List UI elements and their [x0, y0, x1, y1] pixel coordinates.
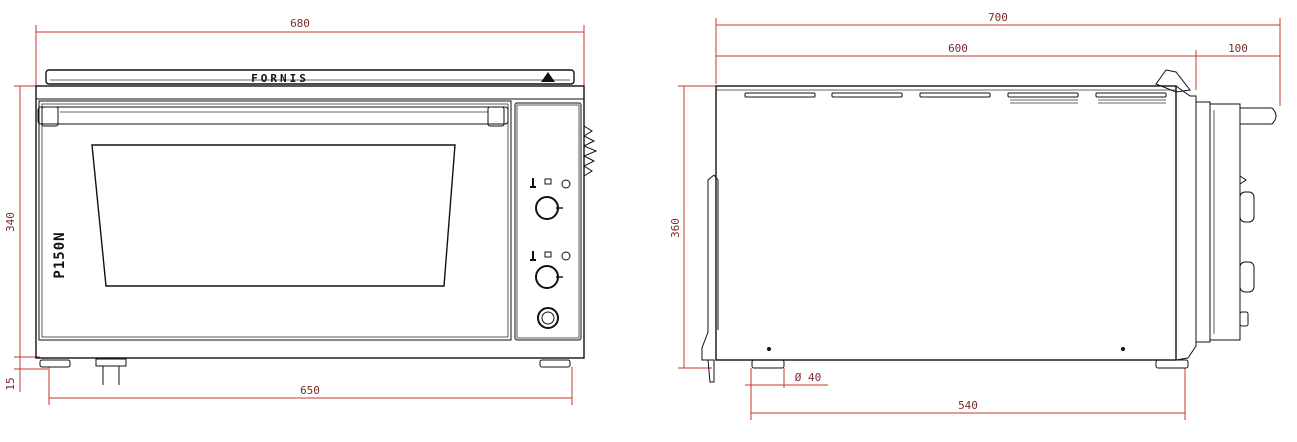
dim-680: 680 [35, 17, 585, 86]
dim-700-label: 700 [988, 11, 1008, 24]
side-feet [751, 359, 1189, 369]
dim-650-label: 650 [300, 384, 320, 397]
oven-side-body [701, 69, 1277, 383]
indicator-icon [544, 251, 552, 258]
thermometer-icon [530, 178, 536, 188]
indicator-icon [544, 178, 552, 185]
dim-15: 15 [4, 357, 48, 392]
dim-360: 360 [669, 85, 716, 369]
dim-600: 600 [716, 42, 1197, 90]
thermostat-knob-top[interactable] [535, 196, 559, 220]
brand-logo: FORNIS [251, 72, 309, 85]
power-button[interactable] [537, 307, 559, 329]
side-view: 700 600 100 360 Ø 40 [669, 11, 1281, 420]
dim-100-label: 100 [1228, 42, 1248, 55]
side-vent [582, 125, 598, 177]
dim-680-label: 680 [290, 17, 310, 30]
dim-100: 100 [1196, 42, 1280, 57]
dim-340: 340 [4, 85, 40, 358]
thermostat-knob-bottom[interactable] [535, 265, 559, 289]
knob-side-bottom[interactable] [1239, 261, 1255, 293]
power-button-side[interactable] [1239, 311, 1249, 327]
dim-15-label: 15 [4, 377, 17, 390]
door-handle-side [1240, 107, 1277, 125]
front-feet [39, 358, 571, 385]
door-window [91, 144, 456, 287]
dim-540: 540 [751, 368, 1186, 420]
power-plug-icon [95, 358, 127, 385]
dim-650: 650 [48, 367, 573, 405]
dim-600-label: 600 [948, 42, 968, 55]
control-group-top [530, 178, 571, 220]
knob-side-top[interactable] [1239, 191, 1255, 223]
warning-triangle-icon [541, 72, 555, 82]
dim-540-label: 540 [958, 399, 978, 412]
front-view: 680 340 15 650 FORNIS [4, 17, 598, 405]
dim-360-label: 360 [669, 218, 682, 238]
pilot-light-icon [561, 179, 571, 189]
dim-700: 700 [715, 11, 1281, 106]
thermometer-icon [530, 251, 536, 261]
rear-plug [707, 359, 715, 383]
dim-diameter-40-label: Ø 40 [795, 371, 822, 384]
dim-diameter-40: Ø 40 [745, 368, 828, 420]
oven-top-lid: FORNIS [45, 69, 575, 85]
pilot-light-icon [561, 251, 571, 261]
rear-cable-hook [701, 174, 719, 361]
dim-340-label: 340 [4, 212, 17, 232]
control-group-bottom [530, 251, 571, 289]
oven-front-body: P150N [35, 85, 598, 359]
model-label: P150N [52, 231, 68, 278]
